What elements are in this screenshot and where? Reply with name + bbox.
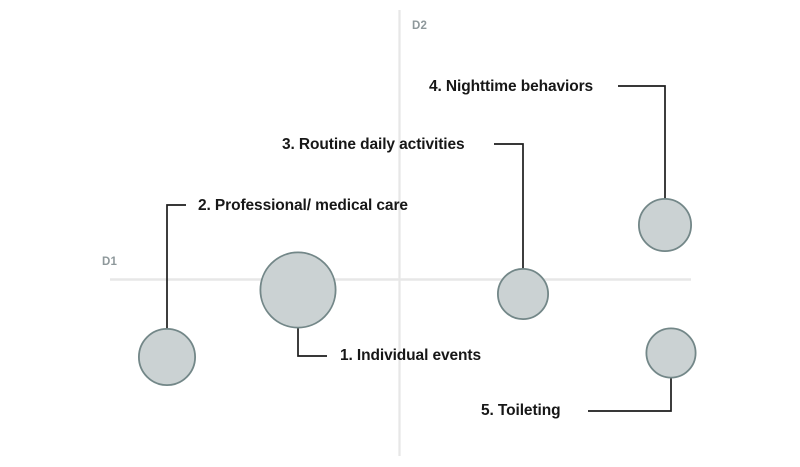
bubble-point-2[interactable]	[137, 327, 196, 386]
leader-line-point-2	[166, 204, 186, 357]
leader-line-point-3	[494, 143, 524, 294]
callout-label-professional-medical-care: 2. Professional/ medical care	[198, 197, 408, 214]
leader-line-point-4	[618, 85, 666, 225]
callout-label-routine-daily-activities: 3. Routine daily activities	[282, 136, 465, 153]
bubble-point-4[interactable]	[638, 197, 693, 252]
bubble-point-1[interactable]	[259, 251, 337, 329]
callout-label-nighttime-behaviors: 4. Nighttime behaviors	[429, 78, 594, 95]
bubble-point-5[interactable]	[645, 327, 697, 379]
callout-label-individual-events: 1. Individual events	[340, 347, 481, 364]
axis-label-d1: D1	[102, 256, 118, 268]
bubble-point-3[interactable]	[496, 267, 549, 320]
callout-label-toileting: 5. Toileting	[481, 402, 561, 419]
axis-label-d2: D2	[412, 20, 428, 32]
